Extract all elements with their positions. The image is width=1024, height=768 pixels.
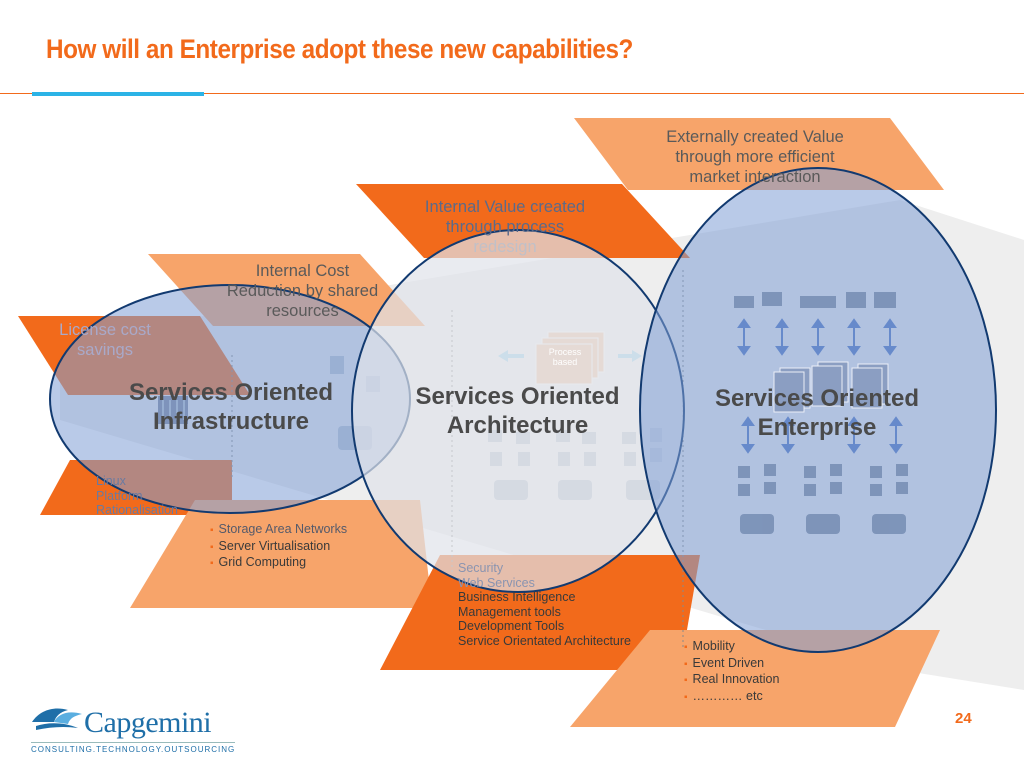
capabilities-step3: Security Web Services Business Intellige… [458,561,631,648]
capability-item: Event Driven [684,656,779,673]
capability-item: Linux [96,474,126,488]
title-rule [0,93,1024,94]
capgemini-logo-icon [32,708,82,730]
slide-title: How will an Enterprise adopt these new c… [46,34,633,64]
label-line: Infrastructure [152,408,310,435]
capabilities-step2: Storage Area Networks Server Virtualisat… [210,522,348,572]
label-line: resources [266,302,339,320]
label-line: Reduction by shared [226,282,379,300]
capability-item: Platform [96,488,143,503]
label-line: Enterprise [757,414,877,441]
capabilities-step4: Mobility Event Driven Real Innovation ……… [684,639,780,706]
label-line: License cost [59,321,151,339]
circle-title-infrastructure: Services Oriented Infrastructure [96,378,366,436]
label-external-value: Externally created Value through more ef… [635,127,875,187]
page-number: 24 [955,710,972,727]
label-line: savings [77,341,133,359]
label-line: through more efficient [675,148,835,166]
label-internal-cost: Internal Cost Reduction by shared resour… [200,261,405,321]
capability-item: Server Virtualisation [210,539,347,556]
capability-item: Development Tools [458,619,565,633]
label-line: based [552,357,578,367]
logo-wordmark: Capgemini [84,706,212,739]
enterprise-diagram [734,292,908,534]
label-line: market interaction [689,168,821,186]
label-line: Internal Cost [255,262,350,280]
circle-enterprise [639,167,997,653]
label-internal-value: Internal Value created through process r… [400,197,610,257]
label-line: through process [445,218,565,236]
capability-item: Business Intelligence [458,590,576,604]
capability-item: Storage Area Networks [210,522,348,539]
label-line: redesign [473,238,537,256]
capability-item: Management tools [458,604,561,619]
capability-item: Web Services [458,575,535,590]
capabilities-step1: Linux Platform Rationalisation [96,474,178,518]
process-box-label: Process based [540,347,590,367]
circle-title-architecture: Services Oriented Architecture [385,382,650,440]
capability-item: Service Orientated Architecture [458,633,631,648]
label-line: Externally created Value [666,128,844,146]
capability-item: Rationalisation [96,503,178,517]
chevron-top-3 [356,184,690,258]
capability-item: ………… etc [684,689,779,706]
capability-item: Real Innovation [684,672,780,689]
capability-item: Mobility [684,639,779,656]
chevron-bottom-3 [380,555,700,670]
label-line: Services Oriented [415,383,620,410]
circle-title-enterprise: Services Oriented Enterprise [682,384,952,442]
label-line: Process [548,347,582,357]
title-accent-bar [32,92,204,96]
label-line: Internal Value created [424,198,586,216]
label-license-savings: License cost savings [40,320,170,360]
label-line: Architecture [446,412,589,439]
logo-tagline: CONSULTING.TECHNOLOGY.OUTSOURCING [31,742,236,754]
label-line: Services Oriented [714,385,920,412]
capability-item: Grid Computing [210,555,347,572]
label-line: Services Oriented [128,379,334,406]
capability-item: Security [458,561,504,575]
